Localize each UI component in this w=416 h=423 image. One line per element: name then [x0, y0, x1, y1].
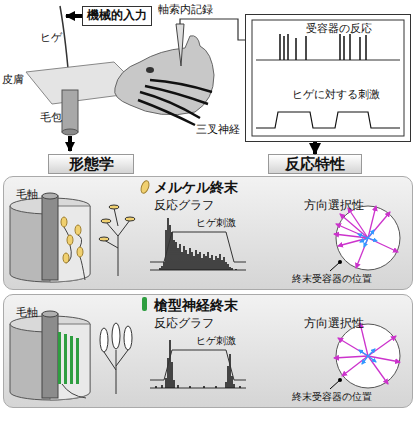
- text-label: ヒゲ刺激: [196, 335, 236, 346]
- ending-panel: 槍型神経終末毛軸反応グラフヒゲ刺激 方向選択性終末受容器の位置: [3, 294, 413, 408]
- text-label: 終末受容器の位置: [292, 273, 372, 284]
- spike-baseline: [256, 60, 400, 61]
- text-label: 機械的入力: [87, 9, 147, 22]
- text-label: 反応グラフ: [154, 317, 214, 330]
- flow-arrow: [313, 142, 317, 154]
- text-label: 形態学: [69, 156, 114, 173]
- rat-head: [115, 36, 214, 115]
- text-label: 方向選択性: [304, 317, 364, 330]
- section-heading: 形態学: [48, 154, 134, 174]
- text-label: 反応グラフ: [154, 199, 214, 212]
- text-label: ヒゲ刺激: [196, 217, 236, 228]
- electrode: [176, 24, 184, 66]
- follicle: [62, 90, 78, 132]
- text-label: 毛軸: [16, 189, 38, 201]
- text-label: 反応特性: [285, 156, 345, 173]
- follicle-base: [62, 129, 78, 135]
- part-label: 三叉神経: [196, 124, 240, 136]
- text-label: ヒゲに対する刺激: [292, 89, 380, 101]
- text-label: 方向選択性: [304, 199, 364, 212]
- text-label: 槍型神経終末: [154, 298, 238, 313]
- oscilloscope: 受容器の反応ヒゲに対する刺激: [245, 14, 411, 142]
- stimulus-trace: [256, 112, 400, 128]
- input-box: 機械的入力: [82, 6, 152, 26]
- rat-eye: [146, 67, 154, 73]
- text-label: メルケル終末: [154, 180, 238, 195]
- text-label: 毛軸: [16, 307, 38, 319]
- part-label: 皮膚: [2, 74, 24, 86]
- part-label: 軸索内記録: [158, 4, 213, 16]
- text-label: 終末受容器の位置: [292, 391, 372, 402]
- skin: [26, 62, 144, 104]
- ending-panel: メルケル終末毛軸反応グラフヒゲ刺激 方向選択性終末受容器の位置: [3, 176, 413, 290]
- part-label: 毛包: [40, 112, 62, 124]
- morphology-arrow: [68, 136, 72, 151]
- part-label: ヒゲ: [40, 32, 62, 44]
- whisker: [60, 6, 70, 92]
- spike-train: [280, 34, 366, 60]
- input-arrow: [66, 14, 82, 18]
- wire: [180, 19, 245, 40]
- text-label: 受容器の反応: [306, 23, 372, 35]
- scope-screen: [252, 20, 404, 136]
- section-heading: 反応特性: [268, 154, 362, 174]
- trigeminal-nerve: [138, 80, 212, 125]
